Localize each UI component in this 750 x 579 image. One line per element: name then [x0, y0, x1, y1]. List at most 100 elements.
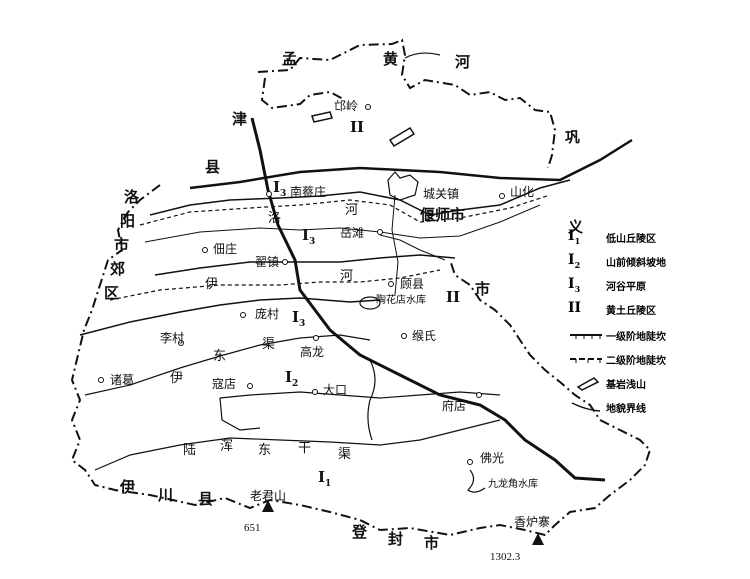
marker-gaolong — [313, 335, 319, 341]
second-terrace-scarp-icon — [570, 358, 602, 363]
zone-sub: 1 — [325, 479, 332, 489]
marker-nancaizhuang — [266, 191, 272, 197]
legend-code: II — [568, 300, 582, 316]
label-foguang: 佛光 — [480, 451, 505, 465]
label-yi-dong: 伊 — [170, 371, 184, 386]
legend-item: II 黄土丘陵区 — [568, 300, 656, 318]
legend-symbol: I2 — [568, 252, 606, 270]
label-gan: 干 — [298, 441, 312, 456]
marker-yuetan — [377, 229, 383, 235]
label-dong: 东 — [213, 349, 227, 364]
yi-east-canal — [84, 334, 371, 396]
marker-pangcun — [240, 312, 246, 318]
label-meng: 孟 — [282, 50, 298, 68]
label-fudian: 府店 — [442, 399, 467, 413]
zone-main: I — [302, 226, 310, 244]
label-luo: 洛 — [124, 188, 140, 206]
label-tianzhuang: 佃庄 — [213, 242, 238, 256]
marker-koudian — [247, 383, 253, 389]
label-koudian: 寇店 — [212, 377, 237, 391]
huahuadian-reservoir — [359, 296, 381, 310]
zone-main: I — [273, 178, 281, 196]
label-yi-river: 伊 — [205, 277, 219, 292]
label-zhuge: 诸葛 — [110, 373, 135, 387]
label-guxian: 顾县 — [400, 277, 425, 291]
zone-label-i1: I1 — [318, 470, 331, 489]
luhun-canal — [94, 419, 501, 471]
county-boundary — [70, 38, 652, 537]
label-hun: 浑 — [220, 439, 234, 454]
zone-label-ii-north: II — [350, 120, 364, 135]
label-chengguanzhen: 城关镇 — [423, 187, 460, 201]
reservoir-stream — [367, 359, 376, 441]
marker-guxian — [388, 281, 394, 287]
bedrock-hill-1 — [311, 111, 333, 123]
marker-licun — [178, 340, 184, 346]
legend-item: I1 低山丘陵区 — [568, 228, 656, 246]
label-licun: 李村 — [160, 331, 185, 345]
jiulongjiao-reservoir — [467, 469, 486, 493]
zone-sub: 2 — [292, 379, 299, 389]
marker-foguang — [467, 459, 473, 465]
label-yi-gong: 义 — [568, 218, 584, 236]
legend-code: I2 — [568, 252, 581, 270]
peak-laojunshan-icon — [262, 500, 274, 512]
label-lu: 陆 — [183, 443, 197, 458]
marker-fudian — [476, 392, 482, 398]
first-terrace-scarp — [144, 204, 541, 243]
city-outline — [387, 171, 419, 201]
legend-symbol-second-terrace-icon — [568, 350, 606, 368]
label-xian2: 县 — [198, 490, 214, 508]
label-qu: 渠 — [262, 337, 276, 352]
geomorph-boundary-2 — [219, 397, 261, 431]
legend-code: I1 — [568, 228, 581, 246]
legend-code: I3 — [568, 276, 581, 294]
label-yi-chuan: 伊 — [120, 478, 136, 496]
marker-zhaizhen — [282, 259, 288, 265]
marker-goushi — [401, 333, 407, 339]
zone-main: I — [285, 368, 293, 386]
label-zhaizhen: 翟镇 — [255, 255, 280, 269]
label-yi-river-he: 河 — [340, 269, 354, 284]
label-shi: 市 — [114, 236, 130, 254]
zone-sub: 3 — [280, 189, 287, 199]
label-deng: 登 — [352, 523, 368, 541]
legend-symbol-boundary-icon — [568, 398, 606, 416]
zone-label-ii-east: II — [446, 290, 460, 305]
label-xian1: 县 — [205, 158, 221, 176]
bedrock-hill-icon — [576, 377, 600, 391]
marker-shouling — [365, 104, 371, 110]
label-luo-river: 洛 — [268, 211, 282, 226]
legend-label: 一级阶地陡坎 — [606, 331, 666, 343]
legend-label: 基岩浅山 — [606, 379, 646, 391]
legend-item: I3 河谷平原 — [568, 276, 646, 294]
yi-river-south — [79, 297, 381, 336]
label-huang: 黄 — [383, 50, 399, 68]
label-gaolong: 高龙 — [300, 345, 325, 359]
label-shi-bottom: 市 — [424, 534, 440, 552]
label-dong2: 东 — [258, 443, 272, 458]
label-qu: 区 — [104, 284, 120, 302]
road-1 — [391, 194, 399, 296]
luo-river-bank-north — [189, 138, 633, 190]
marker-dakou — [312, 389, 318, 395]
label-elev-xiangluzhai: 1302.3 — [490, 551, 521, 563]
zone-label-i3-center: I3 — [302, 228, 315, 247]
legend-symbol-bedrock-icon — [568, 374, 606, 392]
label-xiangluzhai: 香炉寨 — [514, 515, 551, 529]
legend-item: 地貌界线 — [568, 398, 646, 416]
label-jin: 津 — [232, 110, 248, 128]
label-he: 河 — [455, 53, 471, 71]
label-feng: 封 — [388, 530, 404, 548]
label-jiulongjiao: 九龙角水库 — [488, 479, 538, 490]
legend-label: 山前倾斜坡地 — [606, 257, 666, 269]
legend-label: 河谷平原 — [606, 281, 646, 293]
legend-label: 低山丘陵区 — [606, 233, 656, 245]
label-jiao: 郊 — [110, 260, 126, 278]
marker-zhuge — [98, 377, 104, 383]
first-terrace-scarp-icon — [570, 334, 602, 339]
label-shouling: 邙岭 — [334, 99, 359, 113]
peak-xiangluzhai-icon — [532, 533, 544, 545]
bedrock-hill-2 — [388, 126, 416, 148]
label-yuetan: 岳滩 — [340, 226, 365, 240]
